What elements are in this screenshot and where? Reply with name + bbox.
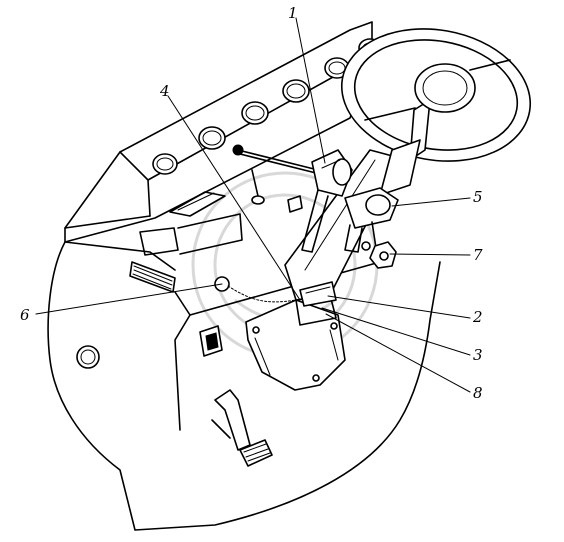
callout-6: 6 [20,306,30,324]
pedal [214,389,273,467]
callout-8: 8 [473,384,483,402]
steering-column [284,149,401,326]
callout-7: 7 [473,246,483,264]
callout-labels: 1 2 3 4 5 6 7 8 [20,4,483,402]
leader-lines [35,17,471,393]
callout-4: 4 [159,82,170,100]
callout-1: 1 [288,4,298,22]
turn-signal-switch [232,144,353,253]
gauge-holes [152,38,382,175]
column-cover-plate [245,299,346,391]
callout-3: 3 [473,346,483,364]
panel-lever [251,169,265,205]
hex-nut [361,241,397,269]
callout-5: 5 [473,188,483,206]
steering-wheel [340,28,532,196]
lower-console [47,241,441,531]
heater-knob [129,261,176,293]
callout-2: 2 [472,308,483,326]
column-clamp [344,187,399,253]
